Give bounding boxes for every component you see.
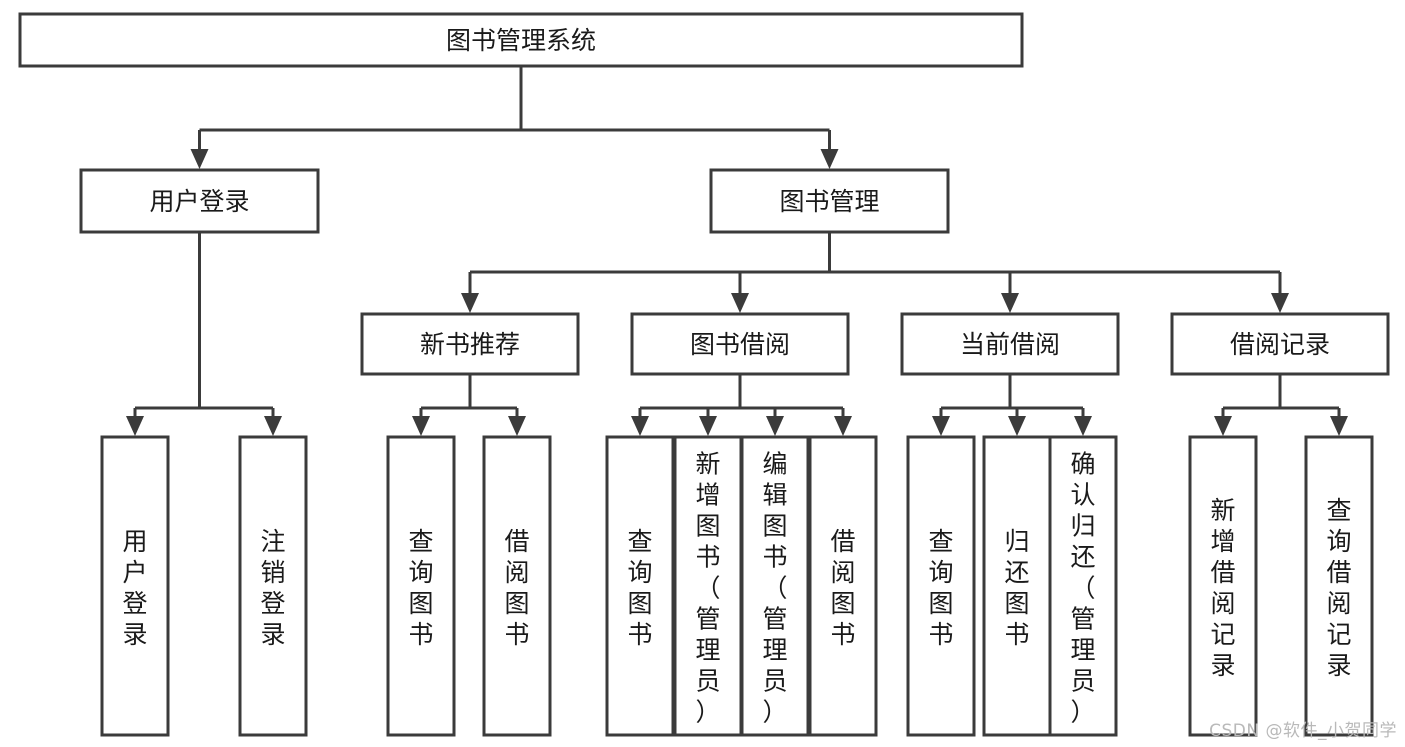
node-label: 查询图书 — [928, 527, 953, 649]
node-label: 归还图书 — [1004, 527, 1029, 649]
node-label: 查询图书 — [408, 527, 433, 649]
node-box — [79, 168, 320, 234]
node-leaf-borrow-book-2[interactable]: 借阅图书 — [808, 435, 878, 737]
node-book-manage[interactable]: 图书管理 — [709, 168, 950, 234]
node-box — [360, 312, 580, 376]
node-book-borrow[interactable]: 图书借阅 — [630, 312, 850, 376]
watermark-label: CSDN @软件_小贺同学 — [1209, 721, 1397, 741]
node-box — [900, 312, 1120, 376]
node-leaf-query-book-1[interactable]: 查询图书 — [386, 435, 456, 737]
node-label: 新书推荐 — [420, 330, 520, 359]
node-label: 新增图书（管理员） — [695, 450, 720, 727]
node-box — [1170, 312, 1390, 376]
node-current-borrow[interactable]: 当前借阅 — [900, 312, 1120, 376]
node-label: 图书管理 — [779, 187, 879, 216]
node-box — [906, 435, 976, 737]
node-box — [1188, 435, 1258, 737]
node-box — [630, 312, 850, 376]
node-label: 新增借阅记录 — [1210, 496, 1235, 680]
node-leaf-user-login[interactable]: 用户登录 — [100, 435, 170, 737]
node-leaf-add-book[interactable]: 新增图书（管理员） — [673, 435, 743, 737]
node-box — [238, 435, 308, 737]
edge-layer — [126, 66, 1348, 436]
node-root[interactable]: 图书管理系统 — [18, 12, 1024, 68]
node-borrow-record[interactable]: 借阅记录 — [1170, 312, 1390, 376]
node-leaf-add-borrow-record[interactable]: 新增借阅记录 — [1188, 435, 1258, 737]
node-new-book-recommend[interactable]: 新书推荐 — [360, 312, 580, 376]
node-label: 当前借阅 — [960, 330, 1060, 359]
node-leaf-user-logout[interactable]: 注销登录 — [238, 435, 308, 737]
node-label: 借阅图书 — [830, 527, 855, 649]
node-box — [605, 435, 675, 737]
node-leaf-edit-book[interactable]: 编辑图书（管理员） — [740, 435, 810, 737]
node-box — [740, 435, 810, 737]
node-box — [1048, 435, 1118, 737]
node-box — [100, 435, 170, 737]
node-leaf-return-book[interactable]: 归还图书 — [982, 435, 1052, 737]
node-label: 注销登录 — [260, 527, 285, 649]
node-label: 查询图书 — [627, 527, 652, 649]
node-label: 确认归还（管理员） — [1070, 450, 1095, 727]
node-box — [1304, 435, 1374, 737]
node-leaf-query-book-3[interactable]: 查询图书 — [906, 435, 976, 737]
node-label: 用户登录 — [122, 527, 147, 649]
node-box — [808, 435, 878, 737]
node-box — [18, 12, 1024, 68]
node-leaf-query-book-2[interactable]: 查询图书 — [605, 435, 675, 737]
node-label: 图书借阅 — [690, 330, 790, 359]
node-label: 查询借阅记录 — [1326, 496, 1351, 680]
node-leaf-borrow-book-1[interactable]: 借阅图书 — [482, 435, 552, 737]
node-leaf-query-borrow-record[interactable]: 查询借阅记录 — [1304, 435, 1374, 737]
node-label: 图书管理系统 — [446, 26, 596, 55]
node-layer: 图书管理系统用户登录图书管理新书推荐图书借阅当前借阅借阅记录用户登录注销登录查询… — [18, 12, 1390, 737]
node-user-login[interactable]: 用户登录 — [79, 168, 320, 234]
node-box — [709, 168, 950, 234]
node-label: 借阅图书 — [504, 527, 529, 649]
node-box — [386, 435, 456, 737]
node-label: 借阅记录 — [1230, 330, 1330, 359]
node-label: 编辑图书（管理员） — [762, 450, 787, 727]
node-leaf-confirm-return[interactable]: 确认归还（管理员） — [1048, 435, 1118, 737]
node-box — [482, 435, 552, 737]
node-label: 用户登录 — [149, 187, 249, 216]
